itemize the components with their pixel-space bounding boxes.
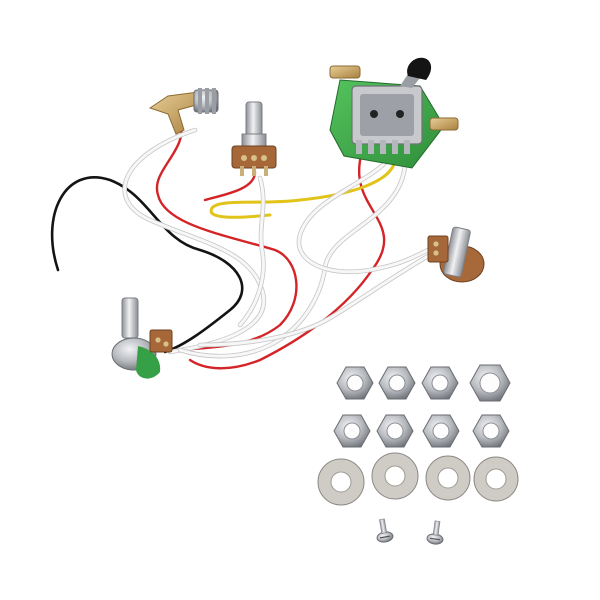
switch-plate-left (329, 65, 361, 79)
screw (376, 518, 394, 543)
output-jack (148, 88, 219, 135)
potentiometer-top (231, 101, 277, 176)
yellow-wire (209, 158, 397, 219)
hex-nut (336, 366, 374, 400)
hex-nut (378, 366, 416, 400)
five-way-switch (329, 57, 459, 169)
hex-nut (472, 414, 510, 448)
hex-nut (333, 414, 371, 448)
black-wire (50, 176, 244, 354)
hex-nut (469, 364, 511, 402)
wires (50, 118, 443, 370)
hex-nut (376, 414, 414, 448)
hex-nut (421, 366, 459, 400)
pot-left-shaft (121, 297, 139, 339)
red-wire-jack-to-pot (155, 118, 298, 352)
hex-nut (422, 414, 460, 448)
jack-solder-tab (148, 91, 201, 135)
washer (371, 452, 419, 500)
switch-knob-black (407, 57, 432, 80)
switch-plate-right (429, 117, 459, 131)
washers (317, 452, 519, 506)
screws (376, 518, 444, 545)
potentiometer-left (111, 297, 173, 379)
red-wire-top-pot (203, 170, 257, 202)
screw (426, 520, 444, 545)
red-wire-switch-loop (188, 150, 386, 370)
hex-nuts (333, 364, 511, 448)
white-wires (122, 127, 443, 359)
washer (425, 455, 471, 501)
washer (473, 456, 519, 502)
potentiometer-right (427, 226, 485, 283)
washer (317, 458, 365, 506)
